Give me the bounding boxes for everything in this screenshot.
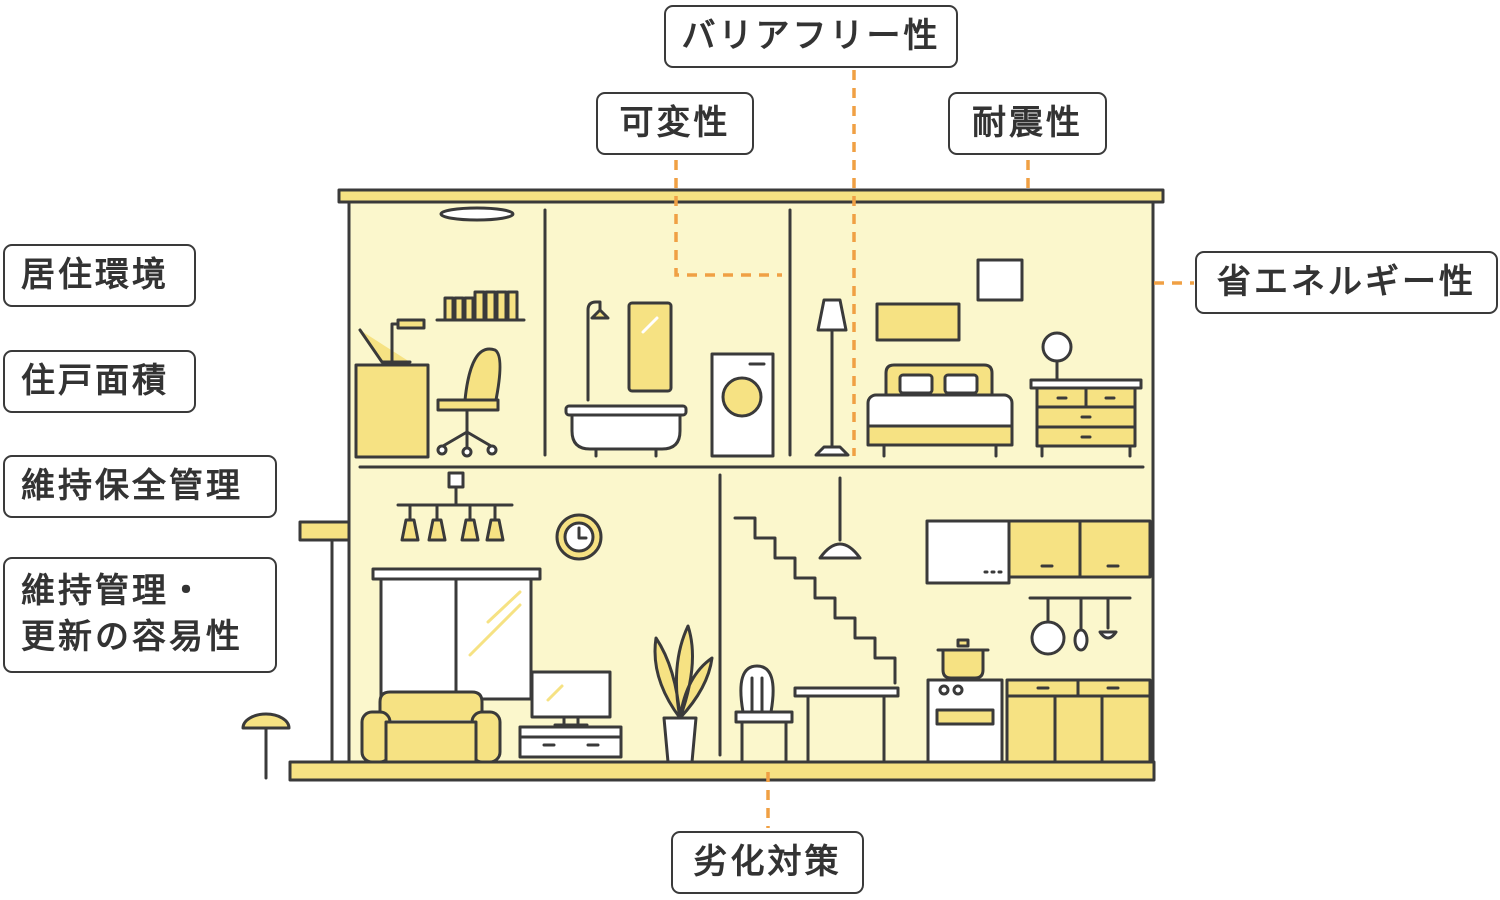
plant	[653, 624, 714, 720]
label-deterioration: 劣化対策	[671, 831, 864, 894]
floor-slab	[288, 760, 1156, 782]
floor-lamp	[816, 298, 848, 332]
eave	[298, 520, 351, 542]
desk	[354, 363, 430, 459]
shower	[586, 300, 602, 402]
tv	[530, 670, 612, 719]
stairs	[733, 516, 897, 685]
label-energy: 省エネルギー性	[1195, 251, 1498, 314]
leader-variability	[674, 160, 782, 277]
books	[443, 290, 519, 322]
label-floor-area: 住戸面積	[3, 350, 196, 413]
laptop	[358, 328, 412, 364]
label-barrier-free: バリアフリー性	[664, 5, 958, 68]
pot	[941, 648, 985, 680]
vanity-mirror	[1041, 331, 1073, 363]
ceiling-light	[439, 206, 515, 222]
pendant-lights	[400, 503, 505, 542]
office-chair	[463, 347, 502, 407]
ceiling-fixture	[447, 471, 465, 489]
washing-machine	[710, 352, 775, 458]
mirror	[627, 301, 673, 393]
label-variability: 可変性	[596, 92, 754, 155]
chair	[739, 664, 775, 714]
garden-lamp	[241, 712, 291, 730]
label-maintenance-update-line1: 維持管理・	[21, 571, 206, 612]
picture-frame	[976, 258, 1024, 302]
label-living-environment: 居住環境	[3, 244, 196, 307]
bathtub	[570, 411, 682, 451]
sofa	[378, 690, 484, 722]
leader-lines	[674, 70, 1194, 828]
range-hood	[925, 519, 1011, 585]
table	[793, 686, 900, 698]
tv-stand	[518, 725, 623, 759]
label-maintenance-plan: 維持保全管理	[3, 455, 277, 518]
roof-slab	[337, 188, 1165, 204]
pendant-lamp	[818, 542, 862, 560]
label-maintenance-update: 維持管理・ 更新の容易性	[3, 557, 277, 673]
headboard-art	[875, 302, 961, 342]
label-maintenance-update-line2: 更新の容易性	[21, 617, 243, 657]
label-earthquake: 耐震性	[948, 92, 1107, 155]
